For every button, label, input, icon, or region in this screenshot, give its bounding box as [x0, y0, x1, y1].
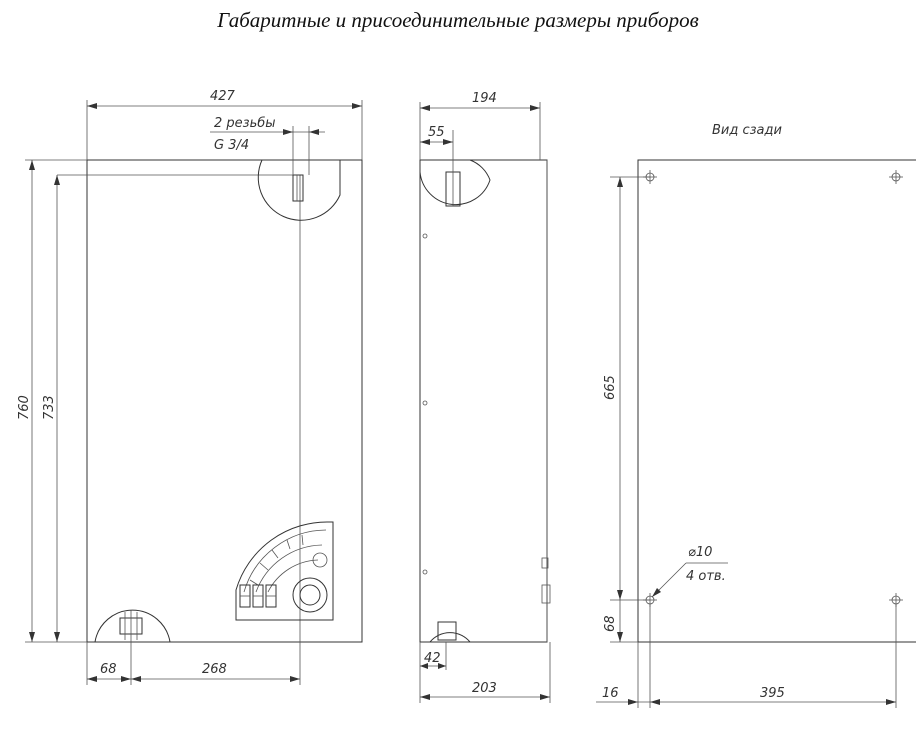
dim-depth-194: 194: [472, 91, 497, 106]
dim-hole-count: 4 отв.: [686, 569, 726, 584]
dim-offset-268: 268: [202, 662, 227, 677]
dim-bottom-offset-42: 42: [424, 651, 441, 666]
page-title: Габаритные и присоединительные размеры п…: [217, 8, 699, 32]
dim-hole-spacing-395: 395: [760, 686, 785, 701]
side-bottom-pipe-cutaway: [429, 632, 471, 643]
dim-left-offset-16: 16: [602, 686, 619, 701]
rear-view-label: Вид сзади: [712, 123, 782, 138]
dim-height-733: 733: [42, 395, 57, 420]
dim-mount-height-665: 665: [603, 375, 618, 400]
front-top-pipe-cutaway: [257, 159, 341, 221]
rear-view: Вид сзади 665: [596, 123, 916, 708]
front-view: 427 2 резьбы G 3/4 760 733 68 268: [17, 89, 363, 685]
dim-height-760: 760: [17, 395, 32, 420]
front-bottom-pipe-cutaway: [94, 609, 171, 643]
dim-depth-203: 203: [472, 681, 497, 696]
control-panel: [235, 521, 334, 621]
dim-bottom-height-68: 68: [603, 615, 618, 632]
side-body-outline: [419, 159, 548, 643]
dim-width-427: 427: [210, 89, 236, 104]
rear-body-outline: [637, 159, 916, 643]
side-top-pipe-cutaway: [419, 159, 491, 206]
mount-hole-top-right: [889, 170, 903, 184]
dim-offset-68: 68: [100, 662, 117, 677]
dim-hole-diameter: ⌀10: [688, 545, 712, 560]
front-body-outline: [86, 159, 363, 643]
side-view: 194 55 42 203: [419, 91, 551, 703]
dim-thread-count: 2 резьбы: [214, 116, 276, 131]
dim-thread-size: G 3/4: [214, 138, 249, 153]
dim-pipe-offset-55: 55: [428, 125, 445, 140]
